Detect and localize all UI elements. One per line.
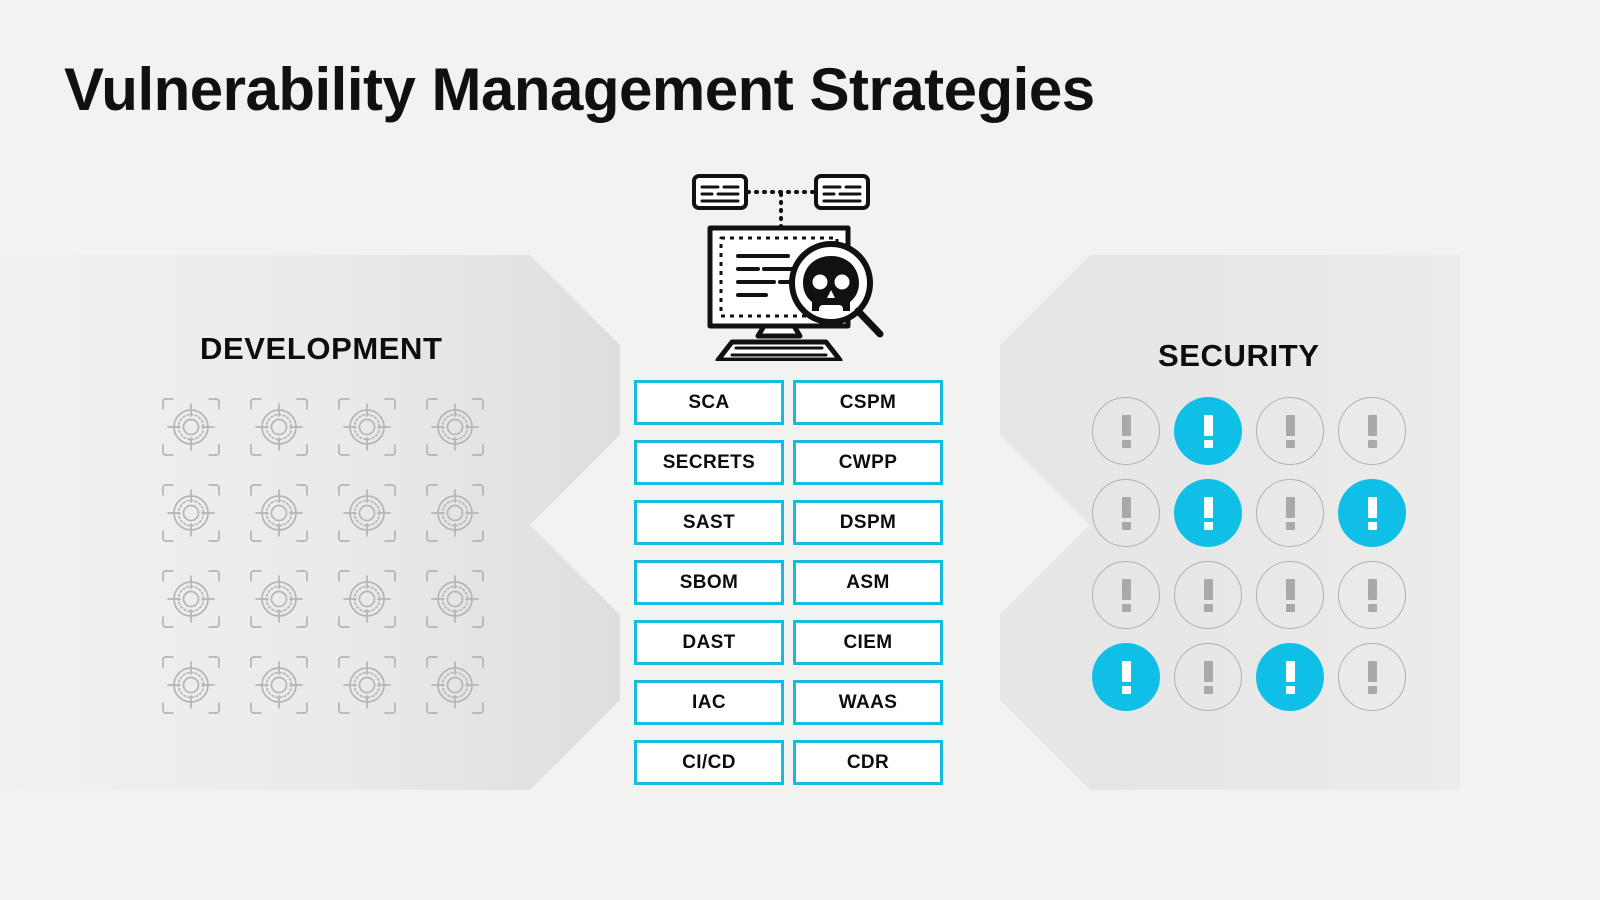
crosshair-target-icon xyxy=(160,396,222,458)
badge-sast[interactable]: SAST xyxy=(634,500,784,545)
crosshair-target-icon xyxy=(424,568,486,630)
security-alert-grid xyxy=(1092,397,1420,725)
badge-cwpp[interactable]: CWPP xyxy=(793,440,943,485)
alert-exclamation-icon xyxy=(1256,561,1324,629)
alert-exclamation-icon xyxy=(1092,561,1160,629)
crosshair-target-icon xyxy=(424,654,486,716)
alert-exclamation-icon-active xyxy=(1092,643,1160,711)
crosshair-target-icon xyxy=(248,654,310,716)
crosshair-target-icon xyxy=(160,654,222,716)
crosshair-target-icon xyxy=(248,568,310,630)
crosshair-target-icon xyxy=(424,482,486,544)
badge-dast[interactable]: DAST xyxy=(634,620,784,665)
crosshair-target-icon xyxy=(248,482,310,544)
development-target-grid xyxy=(160,396,512,740)
crosshair-target-icon xyxy=(336,396,398,458)
crosshair-target-icon xyxy=(336,568,398,630)
alert-exclamation-icon xyxy=(1256,397,1324,465)
alert-exclamation-icon xyxy=(1256,479,1324,547)
badge-iac[interactable]: IAC xyxy=(634,680,784,725)
crosshair-target-icon xyxy=(424,396,486,458)
badge-ci-cd[interactable]: CI/CD xyxy=(634,740,784,785)
alert-exclamation-icon xyxy=(1092,479,1160,547)
badge-asm[interactable]: ASM xyxy=(793,560,943,605)
badge-dspm[interactable]: DSPM xyxy=(793,500,943,545)
monitor-malware-scan-illustration xyxy=(688,166,888,361)
badge-secrets[interactable]: SECRETS xyxy=(634,440,784,485)
alert-exclamation-icon xyxy=(1338,561,1406,629)
page-title: Vulnerability Management Strategies xyxy=(64,56,1095,123)
alert-exclamation-icon-active xyxy=(1174,397,1242,465)
alert-exclamation-icon xyxy=(1338,397,1406,465)
alert-exclamation-icon xyxy=(1338,643,1406,711)
badge-ciem[interactable]: CIEM xyxy=(793,620,943,665)
badge-cspm[interactable]: CSPM xyxy=(793,380,943,425)
crosshair-target-icon xyxy=(160,482,222,544)
alert-exclamation-icon-active xyxy=(1174,479,1242,547)
badge-column-left: SCA SECRETS SAST SBOM DAST IAC CI/CD xyxy=(634,380,784,800)
crosshair-target-icon xyxy=(336,654,398,716)
development-panel-background xyxy=(0,255,620,790)
badge-column-right: CSPM CWPP DSPM ASM CIEM WAAS CDR xyxy=(793,380,943,800)
security-heading: SECURITY xyxy=(1158,338,1320,373)
alert-exclamation-icon xyxy=(1174,643,1242,711)
crosshair-target-icon xyxy=(336,482,398,544)
alert-exclamation-icon-active xyxy=(1338,479,1406,547)
badge-sca[interactable]: SCA xyxy=(634,380,784,425)
badge-waas[interactable]: WAAS xyxy=(793,680,943,725)
alert-exclamation-icon-active xyxy=(1256,643,1324,711)
development-heading: DEVELOPMENT xyxy=(200,331,443,366)
crosshair-target-icon xyxy=(248,396,310,458)
badge-sbom[interactable]: SBOM xyxy=(634,560,784,605)
badge-cdr[interactable]: CDR xyxy=(793,740,943,785)
crosshair-target-icon xyxy=(160,568,222,630)
alert-exclamation-icon xyxy=(1092,397,1160,465)
alert-exclamation-icon xyxy=(1174,561,1242,629)
